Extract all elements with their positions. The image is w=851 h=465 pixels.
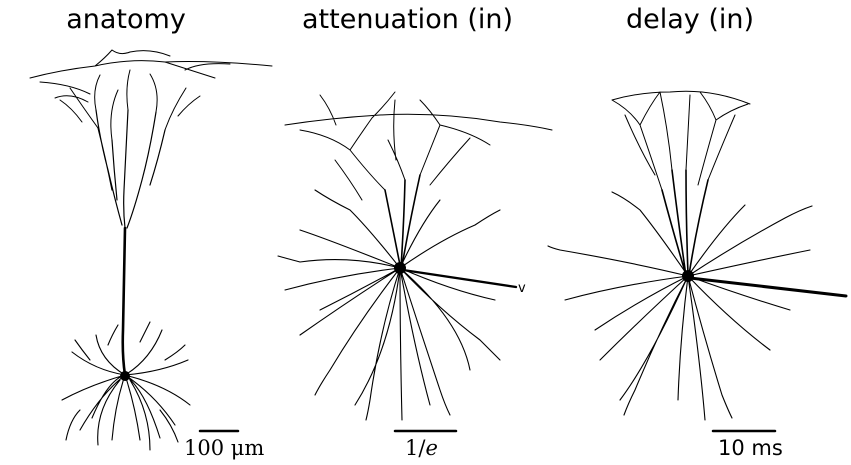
anatomy-oblique-dendrites — [95, 109, 166, 229]
attenuation-soma — [394, 262, 406, 274]
attenuation-apical-tuft — [284, 91, 553, 201]
attenuation-electrode — [401, 268, 518, 289]
panel-title-delay: delay (in) — [625, 4, 755, 35]
anatomy-apical-tuft — [29, 49, 273, 141]
anatomy-soma — [120, 371, 130, 381]
attenuation-neuron — [277, 91, 553, 421]
panel-title-anatomy: anatomy — [66, 4, 186, 35]
delay-apical-tuft — [611, 90, 751, 191]
attenuation-apical-trunk — [384, 174, 421, 269]
attenuation-basal-dendrites — [277, 189, 501, 421]
anatomy-apical-trunk — [121, 226, 127, 377]
anatomy-basal-dendrites — [61, 321, 191, 451]
attenuation-scale-variable: e — [425, 436, 438, 460]
delay-scale-label: 10 ms — [718, 436, 783, 460]
anatomy-neuron — [29, 49, 273, 451]
delay-electrode — [688, 276, 848, 298]
anatomy-scale-label: 100 μm — [184, 436, 265, 460]
panel-title-attenuation: attenuation (in) — [302, 4, 514, 35]
delay-neuron — [547, 90, 848, 421]
attenuation-scale-prefix: 1/ — [405, 436, 426, 460]
delay-apical-trunk — [661, 169, 709, 277]
attenuation-scale-label: 1/e — [405, 436, 438, 460]
delay-soma — [682, 270, 694, 282]
electrode-label: v — [518, 281, 526, 296]
delay-basal-dendrites — [547, 191, 813, 421]
